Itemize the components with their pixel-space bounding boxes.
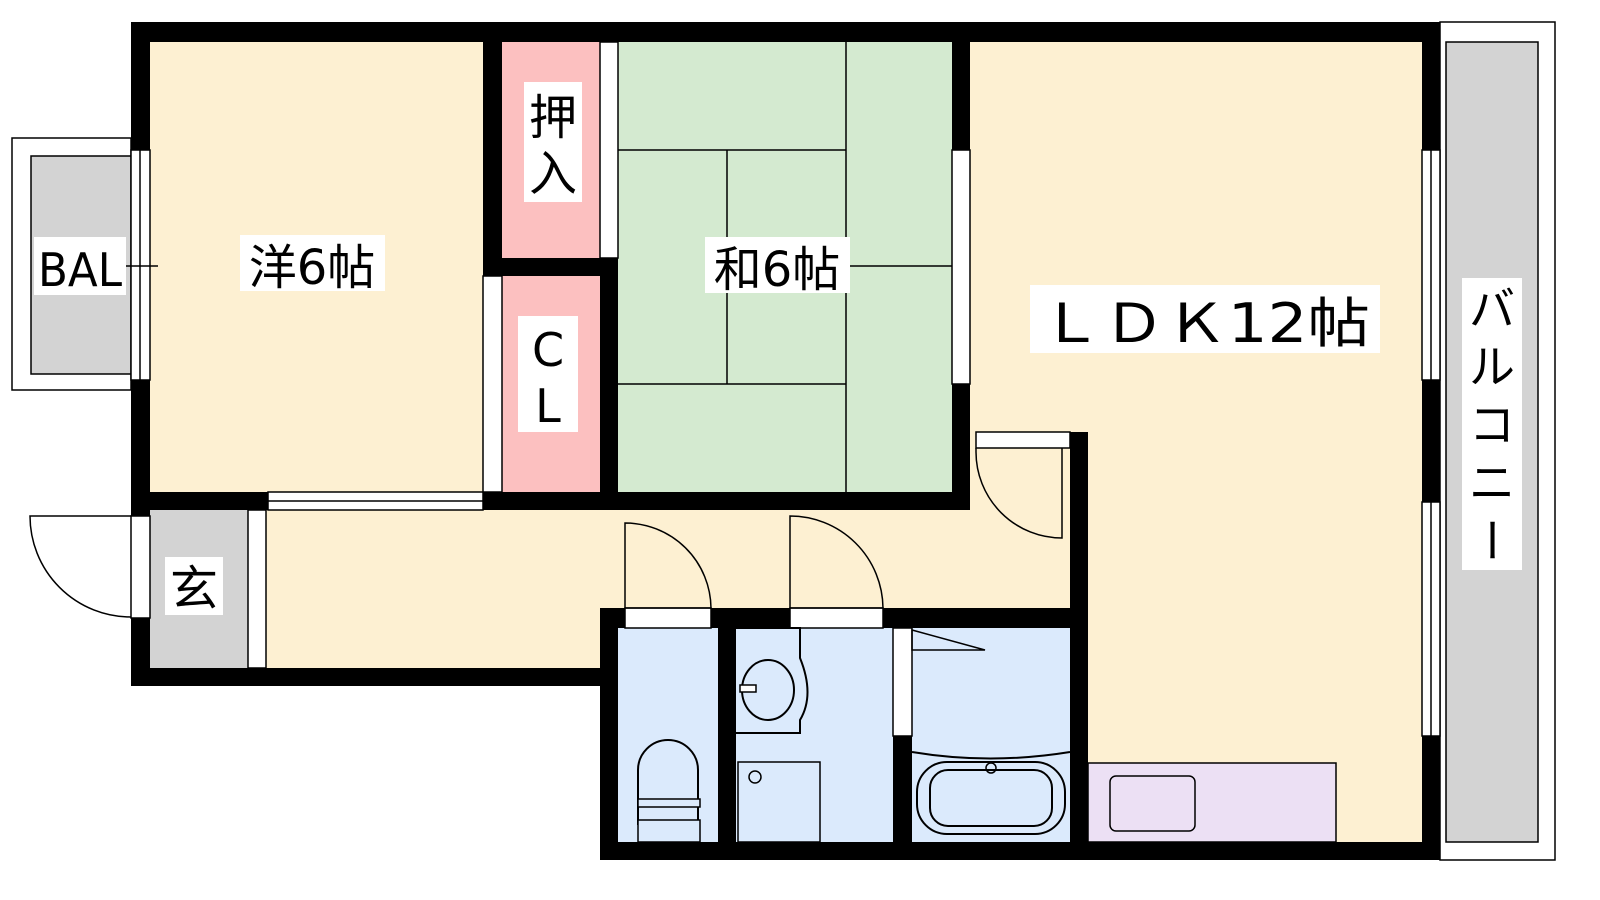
western-room-label: 洋6帖 bbox=[249, 240, 376, 296]
balcony-char: ー bbox=[1464, 517, 1518, 563]
small-balcony-label: BAL bbox=[38, 243, 122, 297]
ldk-label: ＬＤＫ12帖 bbox=[1040, 292, 1370, 355]
bathtub-icon bbox=[911, 751, 1071, 835]
balcony-char: バ bbox=[1469, 282, 1515, 336]
kitchen-counter bbox=[1087, 762, 1337, 843]
bathroom bbox=[912, 628, 1070, 842]
balcony-label: バ ル コ ニ ー bbox=[1464, 282, 1518, 563]
oshiire-label-2: 入 bbox=[529, 146, 577, 202]
washroom bbox=[736, 628, 893, 842]
balcony-char: ル bbox=[1469, 340, 1515, 394]
entrance-label: 玄 bbox=[170, 561, 218, 617]
balcony-char: ニ bbox=[1469, 456, 1515, 510]
kitchen-sink bbox=[1109, 775, 1196, 832]
washing-machine-icon bbox=[737, 761, 821, 843]
toilet-icon bbox=[637, 739, 701, 843]
doors bbox=[29, 431, 1071, 651]
closet-label-2: L bbox=[535, 379, 561, 433]
balcony-char: コ bbox=[1469, 398, 1515, 452]
washbasin-icon bbox=[736, 627, 809, 734]
toilet-room bbox=[618, 628, 718, 842]
closet-label-1: C bbox=[532, 323, 564, 377]
oshiire-label-1: 押 bbox=[529, 90, 577, 146]
japanese-room-label: 和6帖 bbox=[714, 242, 841, 298]
windows bbox=[125, 41, 1441, 737]
